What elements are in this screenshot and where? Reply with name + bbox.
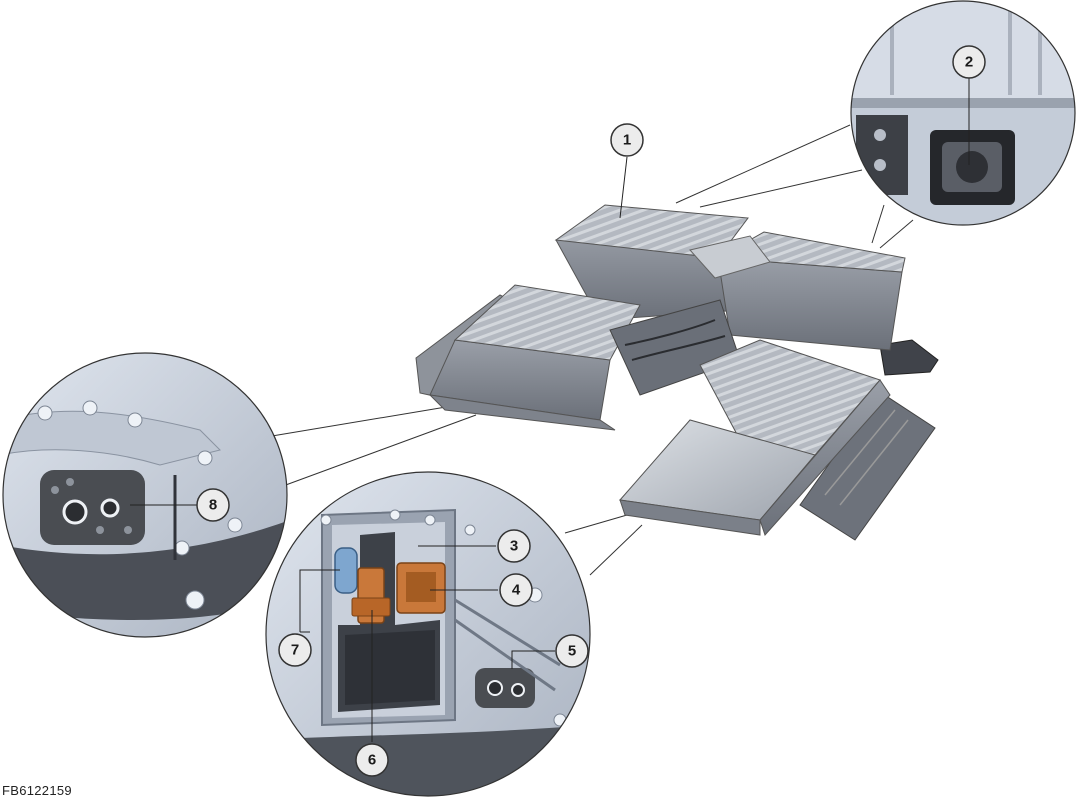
module-front-right-side	[759, 379, 891, 536]
svg-text:1: 1	[623, 132, 631, 149]
callout-6: 6	[355, 743, 389, 777]
callout-1: 1	[610, 123, 644, 157]
port-5	[475, 668, 535, 708]
callout-3: 3	[497, 529, 531, 563]
svg-text:8: 8	[209, 497, 217, 514]
detail-circle-left	[2, 352, 288, 638]
center-bridge	[689, 235, 771, 279]
callout-5: 5	[555, 634, 589, 668]
callout-8: 8	[196, 488, 230, 522]
module-left-top	[453, 284, 641, 361]
module-rear-right-side	[717, 257, 903, 351]
svg-text:2: 2	[965, 54, 973, 71]
right-bracket	[879, 339, 939, 376]
svg-text:3: 3	[510, 538, 518, 555]
module-left-end	[428, 394, 616, 431]
callout-2: 2	[952, 45, 986, 79]
svg-text:5: 5	[568, 643, 576, 660]
svg-text:6: 6	[368, 752, 376, 769]
callout-7: 7	[278, 633, 312, 667]
leader-lines	[271, 124, 914, 576]
callout-4: 4	[499, 573, 533, 607]
module-rear-left-top	[554, 204, 749, 259]
port-8	[40, 470, 145, 545]
svg-text:4: 4	[512, 582, 521, 599]
module-front-side	[619, 499, 761, 536]
figure-code: FB6122159	[2, 783, 72, 798]
detail-circle-top-right	[850, 0, 1076, 226]
battery-housing	[415, 204, 939, 541]
detail-circle-bottom	[265, 471, 591, 797]
svg-text:7: 7	[291, 642, 299, 659]
